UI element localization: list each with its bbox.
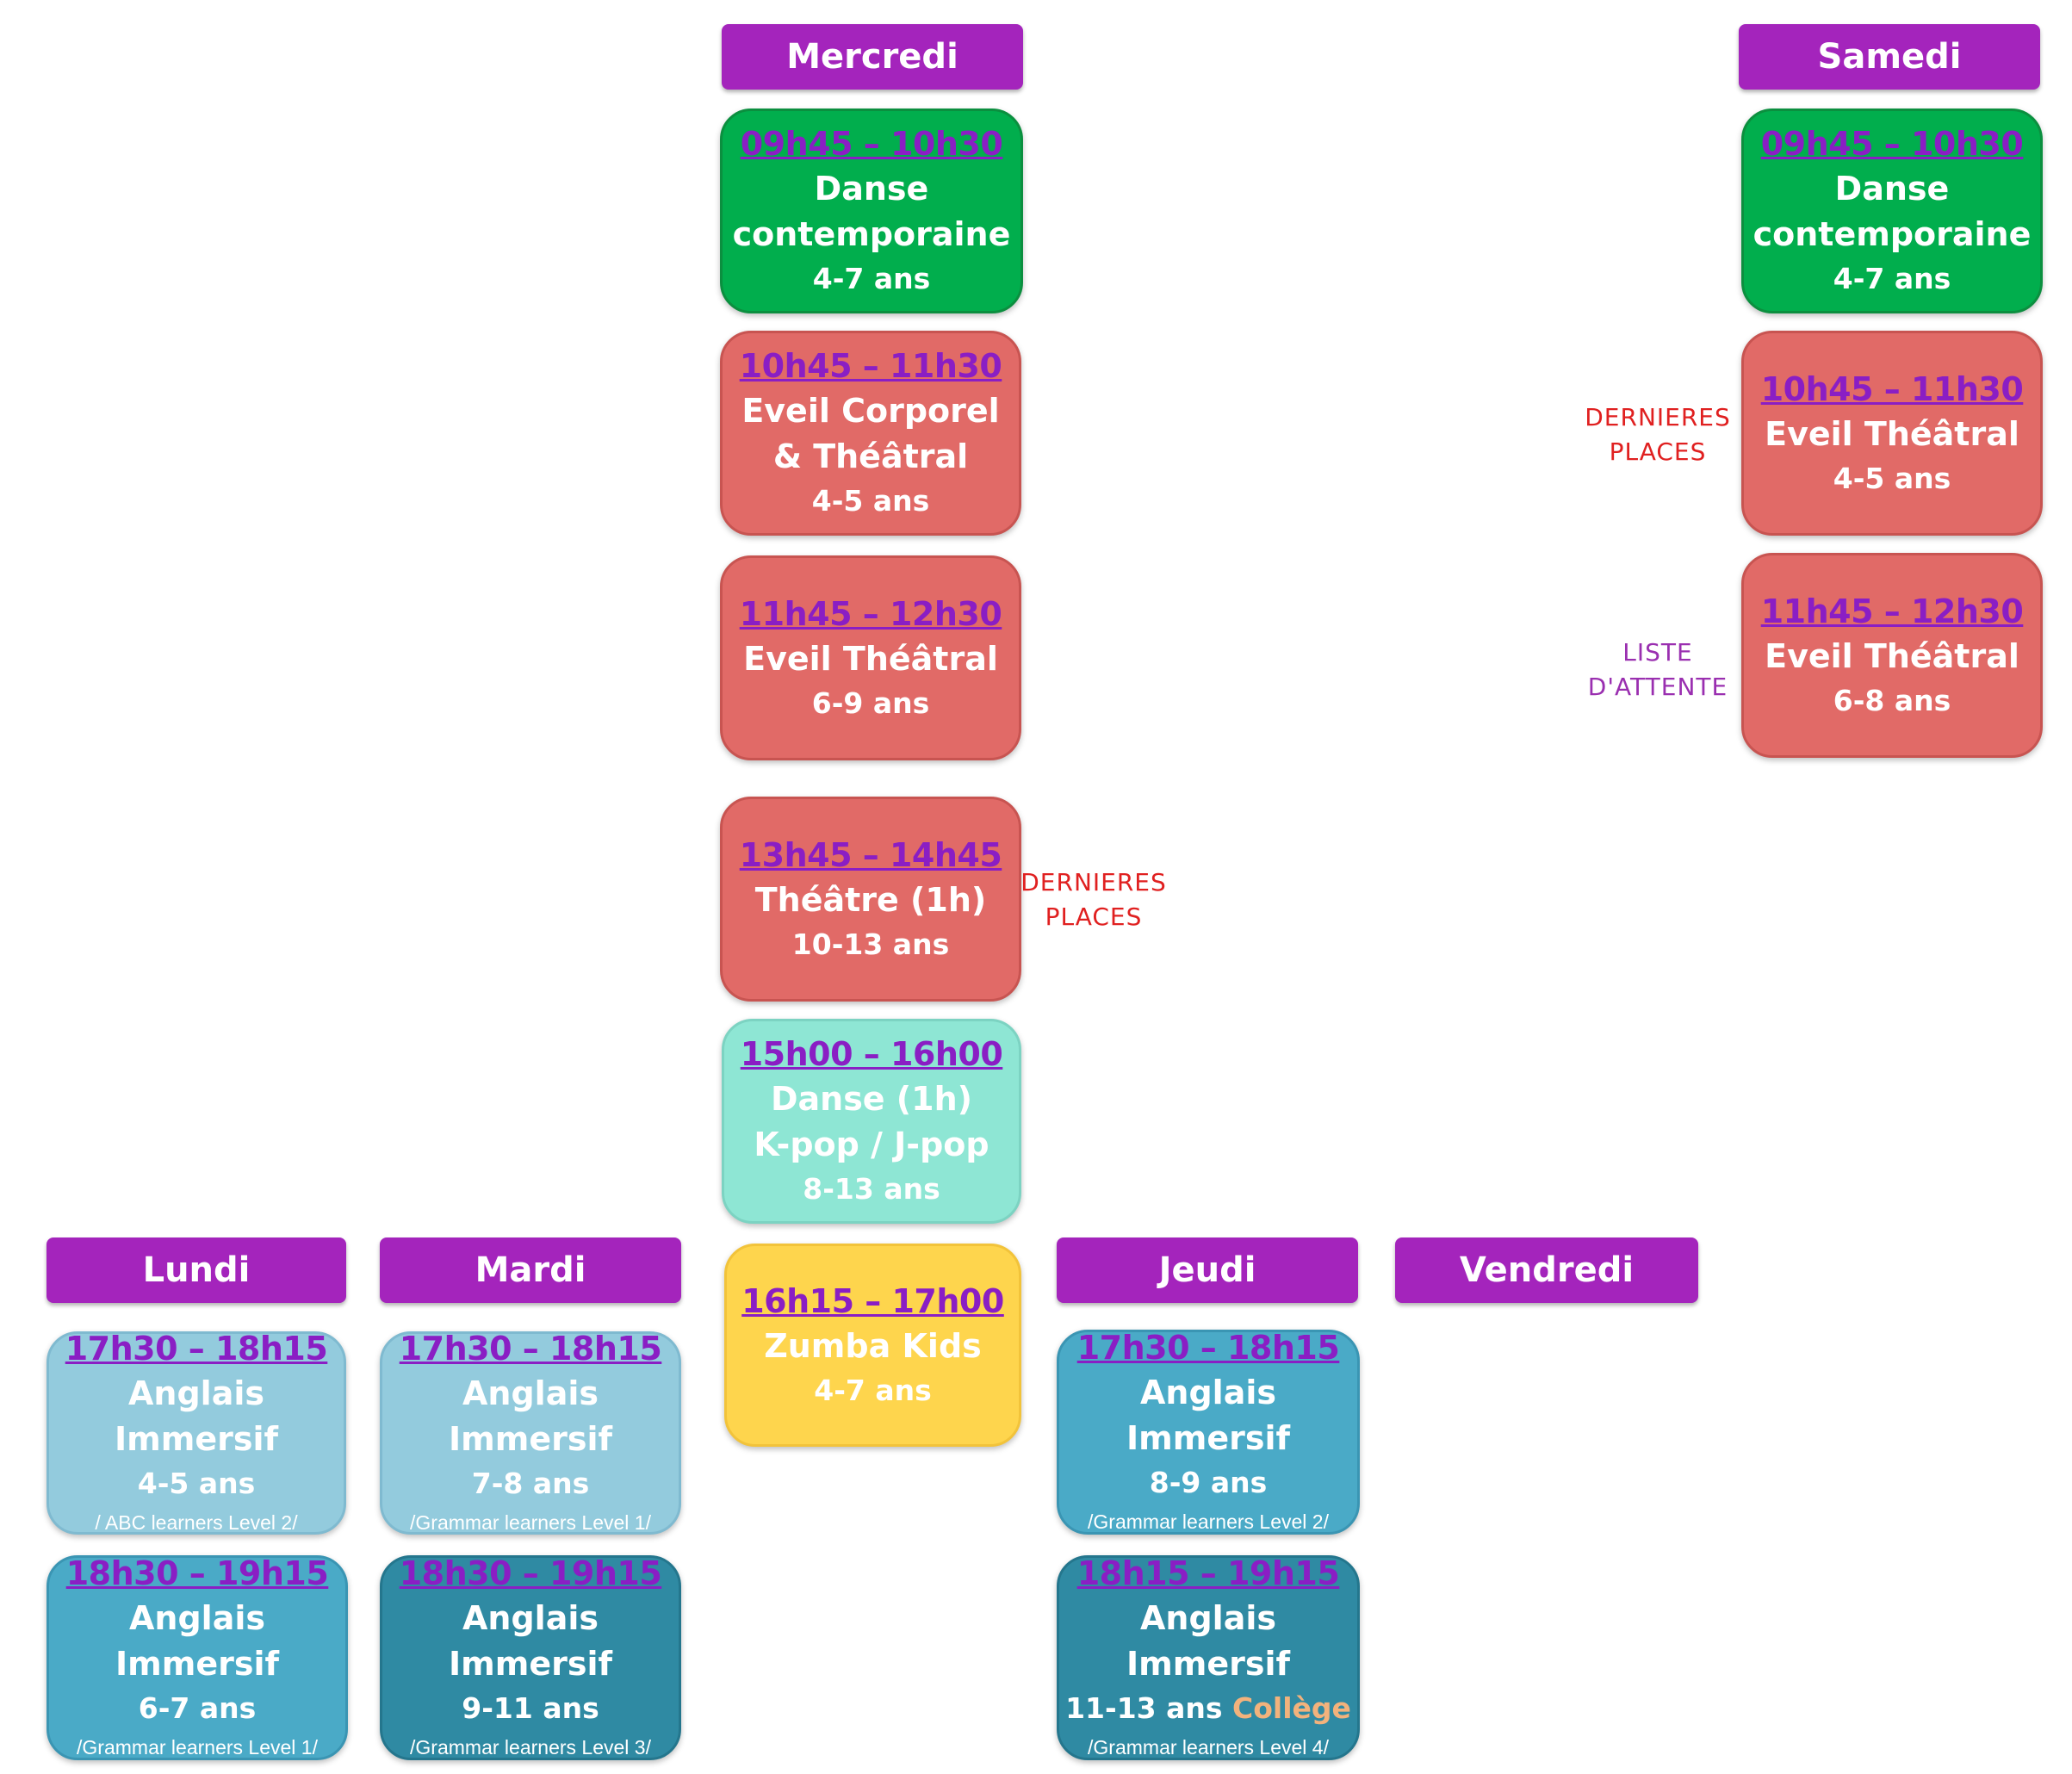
class-age: 6-9 ans (811, 685, 930, 720)
status-line-1: DERNIERES (1585, 403, 1731, 431)
class-card-mercredi-danse-contemporaine: 09h45 – 10h30 Danse contemporaine 4-7 an… (720, 109, 1023, 313)
class-time: 15h00 – 16h00 (740, 1035, 1003, 1073)
day-header-samedi: Samedi (1739, 24, 2040, 90)
class-time: 13h45 – 14h45 (739, 835, 1002, 874)
class-card-jeudi-anglais-8-9: 17h30 – 18h15 Anglais Immersif 8-9 ans /… (1057, 1329, 1360, 1535)
college-label: Collège (1232, 1691, 1351, 1725)
class-title-line2: & Théâtral (772, 437, 969, 475)
status-dernieres-places-samedi: DERNIERES PLACES (1578, 400, 1738, 469)
class-title: Anglais Immersif (448, 1374, 613, 1458)
class-age: 8-9 ans (1149, 1466, 1268, 1499)
class-title: Anglais Immersif (1126, 1599, 1291, 1683)
class-title-line2: K-pop / J-pop (754, 1126, 989, 1163)
class-time: 18h30 – 19h15 (399, 1554, 662, 1592)
day-header-lundi: Lundi (47, 1237, 346, 1303)
class-card-mercredi-kpop: 15h00 – 16h00 Danse (1h) K-pop / J-pop 8… (722, 1019, 1021, 1224)
class-time: 09h45 – 10h30 (740, 125, 1003, 163)
class-card-jeudi-anglais-11-13: 18h15 – 19h15 Anglais Immersif 11-13 ans… (1057, 1554, 1360, 1760)
class-card-samedi-eveil-theatral-4-5: 10h45 – 11h30 Eveil Théâtral 4-5 ans (1741, 331, 2043, 536)
status-line-2: PLACES (1045, 903, 1143, 931)
class-title: Eveil Corporel (741, 392, 1000, 430)
class-title: Anglais Immersif (114, 1374, 279, 1458)
class-age: 7-8 ans (471, 1467, 590, 1500)
class-title-line2: contemporaine (1753, 215, 2032, 253)
class-title: Anglais Immersif (1126, 1374, 1291, 1457)
class-title: Eveil Théâtral (1765, 414, 2019, 453)
status-liste-attente-samedi: LISTE D'ATTENTE (1578, 636, 1738, 704)
class-card-lundi-anglais-4-5: 17h30 – 18h15 Anglais Immersif 4-5 ans /… (47, 1330, 346, 1535)
class-time: 10h45 – 11h30 (739, 347, 1002, 385)
class-age: 4-5 ans (811, 484, 930, 518)
class-age: 9-11 ans (462, 1691, 599, 1725)
class-time: 09h45 – 10h30 (1760, 125, 2024, 163)
class-age-line: 11-13 ans Collège (1065, 1687, 1351, 1730)
class-title: Danse (814, 170, 929, 208)
class-time: 17h30 – 18h15 (399, 1330, 662, 1368)
class-time: 18h30 – 19h15 (65, 1554, 329, 1592)
class-title: Eveil Théâtral (743, 639, 998, 678)
day-header-mardi: Mardi (380, 1237, 681, 1303)
class-time: 17h30 – 18h15 (65, 1330, 328, 1368)
class-title: Anglais Immersif (448, 1599, 613, 1683)
class-card-mardi-anglais-9-11: 18h30 – 19h15 Anglais Immersif 9-11 ans … (380, 1554, 681, 1760)
day-header-vendredi: Vendredi (1395, 1237, 1698, 1303)
class-title-line2: contemporaine (732, 215, 1011, 253)
class-time: 11h45 – 12h30 (1760, 592, 2024, 630)
class-card-mercredi-zumba: 16h15 – 17h00 Zumba Kids 4-7 ans (724, 1244, 1021, 1447)
status-line-1: DERNIERES (1020, 868, 1167, 896)
class-level-note: / ABC learners Level 2/ (95, 1511, 298, 1534)
class-time: 18h15 – 19h15 (1076, 1554, 1340, 1592)
class-title: Anglais Immersif (115, 1599, 280, 1683)
class-card-samedi-danse-contemporaine: 09h45 – 10h30 Danse contemporaine 4-7 an… (1741, 109, 2043, 313)
class-card-lundi-anglais-6-7: 18h30 – 19h15 Anglais Immersif 6-7 ans /… (47, 1554, 348, 1760)
class-age: 6-8 ans (1833, 683, 1951, 717)
class-age: 4-7 ans (814, 1373, 932, 1407)
status-dernieres-places-mercredi: DERNIERES PLACES (1016, 865, 1171, 934)
class-time: 16h15 – 17h00 (741, 1281, 1004, 1320)
day-header-jeudi: Jeudi (1057, 1237, 1358, 1303)
class-age: 10-13 ans (791, 927, 950, 961)
class-title: Danse (1834, 170, 1950, 208)
class-level-note: /Grammar learners Level 1/ (77, 1736, 318, 1758)
class-age: 6-7 ans (138, 1691, 257, 1725)
class-age: 4-7 ans (1833, 262, 1951, 295)
class-card-samedi-eveil-theatral-6-8: 11h45 – 12h30 Eveil Théâtral 6-8 ans (1741, 553, 2043, 758)
class-title: Zumba Kids (764, 1326, 982, 1365)
class-card-mardi-anglais-7-8: 17h30 – 18h15 Anglais Immersif 7-8 ans /… (380, 1330, 681, 1535)
class-age: 11-13 ans (1065, 1691, 1223, 1725)
class-age: 8-13 ans (803, 1172, 940, 1206)
class-title: Eveil Théâtral (1765, 636, 2019, 675)
class-card-mercredi-theatre: 13h45 – 14h45 Théâtre (1h) 10-13 ans (720, 797, 1021, 1002)
class-level-note: /Grammar learners Level 4/ (1088, 1736, 1329, 1758)
class-title: Théâtre (1h) (754, 880, 987, 919)
class-age: 4-7 ans (812, 262, 931, 295)
class-level-note: /Grammar learners Level 2/ (1088, 1510, 1329, 1533)
class-level-note: /Grammar learners Level 3/ (410, 1736, 651, 1758)
class-age: 4-5 ans (1833, 461, 1951, 495)
class-card-mercredi-eveil-theatral: 11h45 – 12h30 Eveil Théâtral 6-9 ans (720, 555, 1021, 760)
class-age: 4-5 ans (137, 1467, 256, 1500)
day-header-mercredi: Mercredi (722, 24, 1023, 90)
status-line-2: D'ATTENTE (1587, 673, 1728, 701)
class-level-note: /Grammar learners Level 1/ (410, 1511, 651, 1534)
class-time: 11h45 – 12h30 (739, 594, 1002, 633)
class-title: Danse (1h) (770, 1080, 973, 1118)
status-line-2: PLACES (1609, 437, 1707, 466)
class-time: 10h45 – 11h30 (1760, 369, 2024, 408)
status-line-1: LISTE (1622, 638, 1693, 667)
class-time: 17h30 – 18h15 (1076, 1329, 1340, 1367)
class-card-mercredi-eveil-corporel: 10h45 – 11h30 Eveil Corporel & Théâtral … (720, 331, 1021, 536)
